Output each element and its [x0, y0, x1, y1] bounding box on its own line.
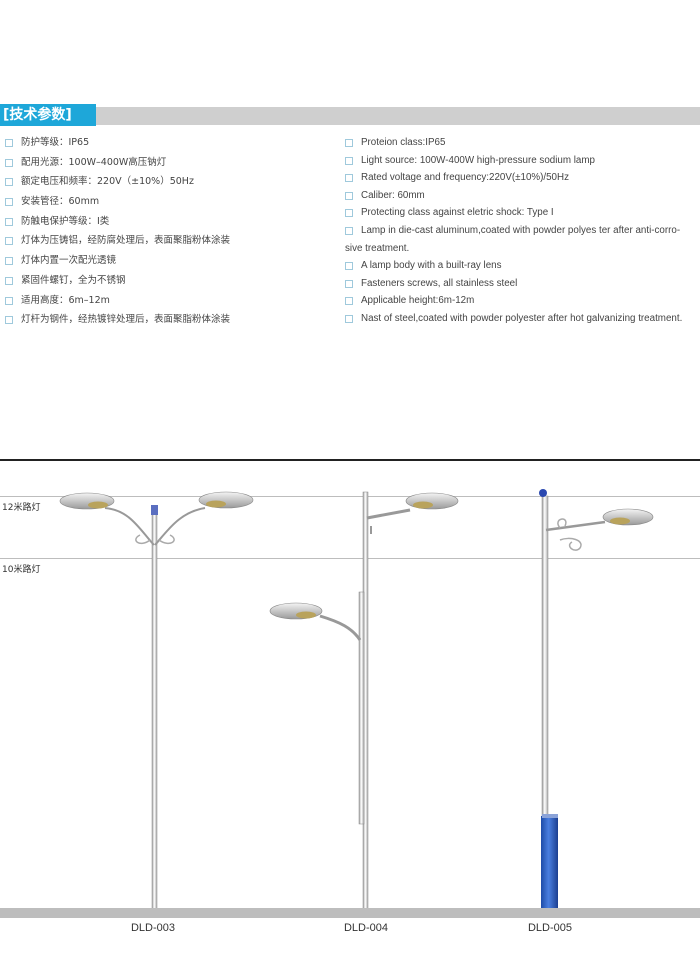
- checkbox-icon: [5, 296, 13, 305]
- list-item: 灯体为压铸铝，经防腐处理后，表面聚脂粉体涂装: [5, 234, 230, 254]
- checkbox-icon: [345, 226, 353, 235]
- section-title: [技术参数]: [0, 104, 96, 126]
- divider-rule: [0, 459, 700, 461]
- section-header-band: [0, 107, 700, 125]
- list-item: 灯体内置一次配光透镜: [5, 254, 230, 274]
- list-item: Caliber: 60mm: [345, 189, 695, 203]
- street-lamp-illustration: [59, 489, 654, 910]
- list-item: 配用光源：100W–400W高压钠灯: [5, 156, 230, 176]
- model-label: DLD-005: [527, 922, 573, 934]
- checkbox-icon: [345, 139, 353, 147]
- checkbox-icon: [345, 279, 353, 288]
- checkbox-icon: [5, 198, 13, 207]
- list-item: Lamp in die-cast aluminum,coated with po…: [345, 224, 681, 254]
- height-line-10m: [0, 558, 700, 559]
- checkbox-icon: [345, 156, 353, 165]
- checkbox-icon: [5, 217, 13, 226]
- model-label: DLD-004: [343, 922, 389, 934]
- list-item: Fasteners screws, all stainless steel: [345, 277, 695, 291]
- lamp-dld-003: [59, 491, 254, 910]
- checkbox-icon: [5, 139, 13, 147]
- model-label: DLD-003: [130, 922, 176, 934]
- checkbox-icon: [345, 297, 353, 305]
- ground-band: [0, 908, 700, 918]
- height-label-10m: 10米路灯: [2, 565, 41, 575]
- list-item: 防触电保护等级：I类: [5, 215, 230, 235]
- list-item: Light source: 100W-400W high-pressure so…: [345, 154, 695, 168]
- list-item: Applicable height:6m-12m: [345, 294, 695, 308]
- checkbox-icon: [345, 174, 353, 182]
- list-item: 灯杆为钢件，经热镀锌处理后，表面聚脂粉体涂装: [5, 313, 230, 333]
- checkbox-icon: [5, 237, 13, 246]
- list-item: 适用高度：6m–12m: [5, 294, 230, 314]
- list-item: A lamp body with a built-ray lens: [345, 259, 695, 273]
- spec-list-english: Proteion class:IP65 Light source: 100W-4…: [345, 136, 695, 329]
- checkbox-icon: [5, 257, 13, 266]
- list-item: 额定电压和频率：220V（±10%）50Hz: [5, 175, 230, 195]
- height-label-12m: 12米路灯: [2, 503, 41, 513]
- list-item: 安装管径：60mm: [5, 195, 230, 215]
- lamp-dld-004: [269, 491, 459, 910]
- list-item: Rated voltage and frequency:220V(±10%)/5…: [345, 171, 695, 185]
- checkbox-icon: [345, 209, 353, 217]
- list-item: Protecting class against eletric shock: …: [345, 206, 695, 220]
- checkbox-icon: [5, 276, 13, 285]
- checkbox-icon: [5, 178, 13, 187]
- checkbox-icon: [345, 262, 353, 270]
- height-line-12m: [0, 496, 700, 497]
- checkbox-icon: [5, 158, 13, 167]
- checkbox-icon: [345, 314, 353, 323]
- checkbox-icon: [345, 191, 353, 200]
- list-item: Proteion class:IP65: [345, 136, 695, 150]
- checkbox-icon: [5, 316, 13, 325]
- list-item: Nast of steel,coated with powder polyest…: [345, 312, 695, 326]
- spec-list-chinese: 防护等级：IP65 配用光源：100W–400W高压钠灯 额定电压和频率：220…: [5, 136, 230, 333]
- list-item: 紧固件螺钉，全为不锈钢: [5, 274, 230, 294]
- lamp-dld-005: [539, 489, 654, 910]
- list-item: 防护等级：IP65: [5, 136, 230, 156]
